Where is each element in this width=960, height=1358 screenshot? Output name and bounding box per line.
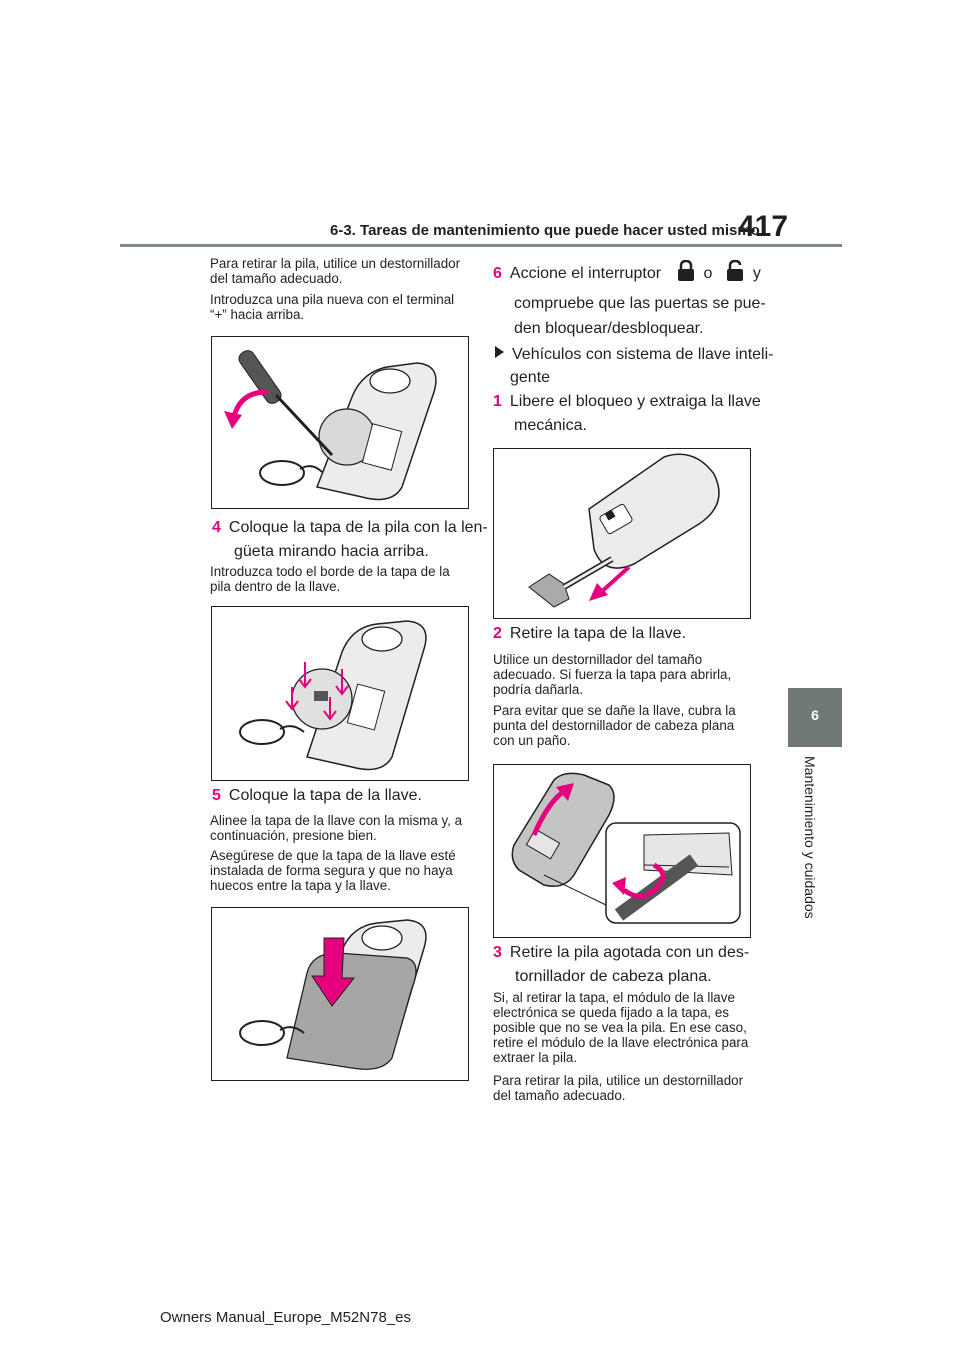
page-number: 417 [738, 210, 789, 243]
step-5: 5 Coloque la tapa de la llave. [212, 784, 472, 808]
triangle-bullet-icon [495, 346, 504, 358]
step-6-part3: y [752, 265, 761, 282]
header-rule [120, 244, 842, 247]
step-5-note-2: Asegúrese de que la tapa de la llave est… [210, 848, 456, 893]
step-1-line1: Libere el bloqueo y extraiga la llave [509, 393, 761, 410]
step-5-number: 5 [212, 787, 221, 804]
subheading-line2: gente [510, 369, 551, 386]
step-3-line2: tornillador de cabeza plana. [515, 968, 712, 985]
subheading-smart-key: Vehículos con sistema de llave inteli- [495, 343, 775, 367]
figure-key-cover [211, 907, 469, 1081]
step-5-note-1: Alinee la tapa de la llave con la misma … [210, 813, 463, 843]
step-4-note: Introduzca todo el borde de la tapa de l… [210, 564, 450, 594]
step-2-note-1: Utilice un destornillador del tamaño ade… [493, 652, 732, 697]
subheading-line1: Vehículos con sistema de llave inteli- [512, 346, 774, 363]
step-6-number: 6 [493, 265, 502, 282]
step-2: 2 Retire la tapa de la llave. [493, 622, 773, 646]
footer-doc-id: Owners Manual_Europe_M52N78_es [160, 1309, 411, 1326]
step-4: 4 Coloque la tapa de la pila con la len-g… [212, 516, 494, 564]
step-6-part2: o [703, 265, 713, 282]
step-6-line3: den bloquear/desbloquear. [514, 320, 704, 337]
step-3-note-1: Si, al retirar la tapa, el módulo de la … [493, 990, 749, 1065]
step-4-number: 4 [212, 519, 221, 536]
step-5-text: Coloque la tapa de la llave. [228, 787, 422, 804]
step-2-text: Retire la tapa de la llave. [509, 625, 687, 642]
step-2-note-2: Para evitar que se dañe la llave, cubra … [493, 703, 736, 748]
step-3-note-2: Para retirar la pila, utilice un destorn… [493, 1073, 744, 1103]
lock-icon [676, 260, 696, 282]
figure-remove-battery [211, 336, 469, 509]
section-title: 6-3. Tareas de mantenimiento que puede h… [330, 222, 760, 239]
step-2-number: 2 [493, 625, 502, 642]
chapter-number: 6 [811, 707, 819, 723]
figure-battery-cover [211, 606, 469, 781]
intro-paragraph-2: Introduzca una pila nueva con el termina… [210, 292, 455, 322]
step-3-number: 3 [493, 944, 502, 961]
step-3: 3 Retire la pila agotada con un des-torni… [493, 941, 785, 989]
unlock-icon [725, 260, 745, 282]
figure-remove-key-cover [493, 764, 751, 938]
chapter-title: Mantenimiento y cuidados [802, 756, 818, 919]
step-6-part1: Accione el interruptor [509, 265, 662, 282]
step-3-line1: Retire la pila agotada con un des- [509, 944, 750, 961]
step-1: 1 Libere el bloqueo y extraiga la llave [493, 390, 773, 414]
step-1-line2: mecánica. [514, 417, 587, 434]
intro-paragraph-1: Para retirar la pila, utilice un destorn… [210, 256, 461, 286]
figure-mechanical-key [493, 448, 751, 619]
step-6-line2: compruebe que las puertas se pue- [514, 295, 766, 312]
chapter-tab: 6 [788, 688, 842, 747]
step-4-line1: Coloque la tapa de la pila con la len- [228, 519, 488, 536]
step-1-number: 1 [493, 393, 502, 410]
step-6: 6 Accione el interruptor o y [493, 260, 773, 286]
step-4-line2: güeta mirando hacia arriba. [234, 543, 429, 560]
